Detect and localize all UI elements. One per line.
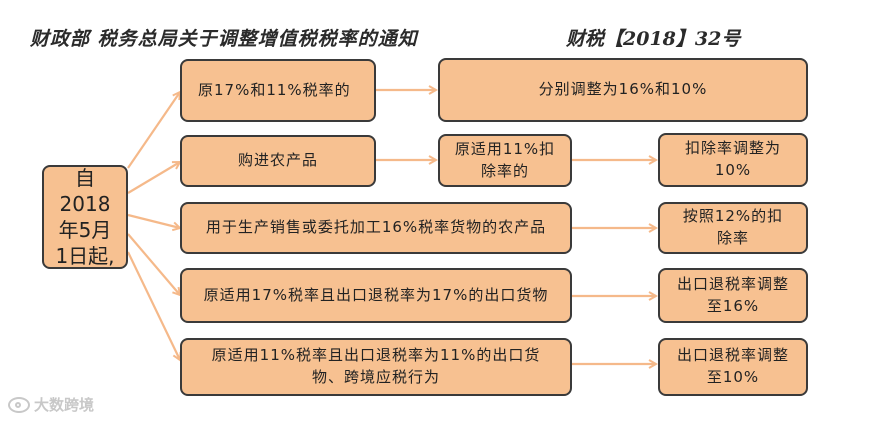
row2-item-text: 购进农产品	[237, 151, 318, 170]
row2-condition-box: 原适用11%扣除率的	[438, 134, 572, 187]
watermark: 大数跨境	[8, 394, 94, 415]
row4-result-box: 出口退税率调整至16%	[658, 268, 808, 323]
start-line-2: 2018	[59, 192, 111, 216]
row1-result-box: 分别调整为16%和10%	[438, 58, 808, 122]
arrow-start-to-row5	[127, 251, 180, 360]
row3-item-text: 用于生产销售或委托加工16%税率货物的农产品	[205, 218, 547, 237]
document-number: 财税【2018】32号	[566, 28, 741, 50]
arrow-start-to-row2	[127, 162, 180, 194]
row5-result-box: 出口退税率调整至10%	[658, 338, 808, 396]
arrow-start-to-row3	[127, 213, 180, 228]
row4-item-box: 原适用17%税率且出口退税率为17%的出口货物	[180, 268, 572, 323]
row2-result-box: 扣除率调整为10%	[658, 133, 808, 187]
row2-item-box: 购进农产品	[180, 135, 376, 187]
row1-result-text: 分别调整为16%和10%	[538, 80, 708, 99]
row1-item-text: 原17%和11%税率的	[198, 80, 351, 99]
start-line-3: 年5月	[58, 218, 112, 242]
row5-result-text: 出口退税率调整至10%	[676, 346, 789, 386]
row1-item-box: 原17%和11%税率的	[180, 59, 376, 122]
row2-result-text: 扣除率调整为10%	[684, 139, 781, 179]
page-title: 财政部 税务总局关于调整增值税税率的通知	[30, 28, 418, 50]
row4-result-text: 出口退税率调整至16%	[676, 274, 789, 315]
arrow-start-to-row4	[127, 233, 180, 295]
watermark-text: 大数跨境	[34, 396, 95, 414]
logo-icon	[8, 396, 30, 413]
start-line-4: 1日起,	[55, 244, 115, 268]
row5-item-box: 原适用11%税率且出口退税率为11%的出口货物、跨境应税行为	[180, 338, 572, 396]
start-line-1: 自	[75, 166, 95, 190]
row2-condition-text: 原适用11%扣除率的	[454, 139, 556, 180]
start-date-box: 自 2018 年5月 1日起,	[42, 165, 128, 269]
row5-item-text: 原适用11%税率且出口退税率为11%的出口货物、跨境应税行为	[211, 346, 541, 386]
row3-item-box: 用于生产销售或委托加工16%税率货物的农产品	[180, 202, 572, 254]
row3-result-box: 按照12%的扣除率	[658, 202, 808, 254]
row4-item-text: 原适用17%税率且出口退税率为17%的出口货物	[203, 285, 549, 304]
arrow-start-to-row1	[127, 92, 180, 169]
row3-result-text: 按照12%的扣除率	[682, 207, 784, 247]
